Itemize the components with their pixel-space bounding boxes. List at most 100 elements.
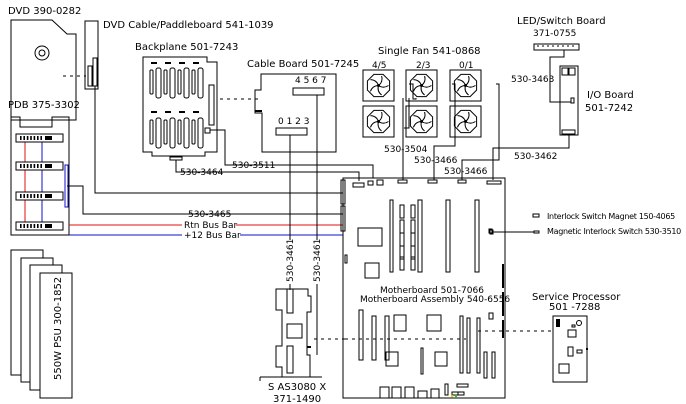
port-4567-label: 4 5 6 7 bbox=[295, 76, 327, 86]
dvd-paddleboard: DVD Cable/Paddleboard 541-1039 bbox=[84, 20, 274, 90]
drive-slots-top bbox=[149, 67, 204, 99]
drive-slots-bottom bbox=[149, 117, 204, 149]
pdb-slot bbox=[15, 191, 64, 201]
sas-card: S AS3080 X 371-1490 bbox=[259, 288, 326, 404]
cable-board-label: Cable Board 501-7245 bbox=[247, 59, 359, 70]
interlock-switch: Interlock Switch Magnet 150-4065 Magneti… bbox=[489, 212, 681, 236]
board-component bbox=[420, 347, 424, 375]
cable-530-3466-a: 530-3466 bbox=[414, 156, 458, 166]
board-component bbox=[393, 314, 407, 332]
plus12-bus-bar-label: +12 Bus Bar bbox=[184, 231, 241, 241]
backplane: Backplane 501-7243 bbox=[135, 42, 238, 161]
psu-stack: 550W PSU 300-1852 bbox=[10, 249, 73, 399]
pdb-slot bbox=[15, 221, 64, 231]
fan-group-label-01: 0/1 bbox=[459, 61, 473, 71]
board-component bbox=[410, 232, 416, 247]
cable-530-3463: 530-3463 bbox=[511, 75, 554, 85]
cable-530-3504: 530-3504 bbox=[384, 145, 428, 155]
led-switch-label: LED/Switch Board bbox=[517, 16, 606, 27]
fan-icon bbox=[449, 69, 482, 102]
board-component bbox=[399, 204, 405, 219]
board-component bbox=[426, 314, 442, 332]
board-component bbox=[410, 204, 416, 219]
rtn-bus-bar-label: Rtn Bus Bar bbox=[184, 221, 237, 231]
disc-icon bbox=[34, 45, 50, 61]
interlock-magnet-label: Interlock Switch Magnet 150-4065 bbox=[547, 212, 675, 221]
fan-icon bbox=[362, 105, 395, 138]
board-component bbox=[399, 256, 405, 271]
board-component bbox=[456, 383, 469, 388]
board-component bbox=[451, 391, 459, 396]
service-processor-label: Service Processor bbox=[532, 292, 621, 303]
board-component bbox=[488, 312, 494, 320]
fan-group-label-45: 4/5 bbox=[372, 61, 386, 71]
pdb-slot bbox=[15, 161, 64, 171]
board-component bbox=[483, 351, 488, 379]
board-component bbox=[357, 227, 383, 247]
board-component bbox=[445, 199, 451, 273]
board-component bbox=[474, 199, 480, 273]
board-component bbox=[417, 199, 423, 273]
led-switch-pn: 371-0755 bbox=[533, 29, 576, 39]
cable-530-3464: 530-3464 bbox=[180, 168, 224, 178]
io-board: I/O Board 501-7242 bbox=[559, 65, 634, 136]
fan-icon bbox=[449, 105, 482, 138]
board-component bbox=[410, 245, 416, 260]
motherboard: Motherboard 501-7066 Motherboard Assembl… bbox=[340, 177, 510, 399]
board-component bbox=[444, 383, 449, 396]
board-component bbox=[379, 386, 390, 399]
cable-530-3466-b: 530-3466 bbox=[444, 167, 488, 177]
service-processor-pn: 501 -7288 bbox=[549, 302, 600, 313]
cable-530-3461-a: 530-3461 bbox=[286, 239, 296, 282]
board-component bbox=[459, 315, 464, 374]
fan-group-label-23: 2/3 bbox=[416, 61, 430, 71]
board-component bbox=[399, 245, 405, 260]
board-component bbox=[430, 388, 440, 399]
board-component bbox=[358, 309, 364, 361]
motherboard-label: Motherboard 501-7066 bbox=[380, 286, 484, 296]
dvd-label: DVD 390-0282 bbox=[8, 6, 81, 17]
fan-icon bbox=[405, 105, 438, 138]
port-0123-label: 0 1 2 3 bbox=[278, 117, 310, 127]
led-switch-board: LED/Switch Board 371-0755 bbox=[517, 16, 606, 51]
cable-board: Cable Board 501-7245 4 5 6 7 0 1 2 3 bbox=[247, 59, 359, 153]
memory-slot bbox=[502, 292, 504, 316]
pdb-label: PDB 375-3302 bbox=[8, 100, 80, 111]
board-component bbox=[371, 315, 377, 361]
board-component bbox=[391, 386, 402, 399]
dvd-cable-label: DVD Cable/Paddleboard 541-1039 bbox=[103, 20, 274, 31]
cable-530-3511: 530-3511 bbox=[232, 161, 275, 171]
board-component bbox=[417, 390, 428, 399]
board-component bbox=[476, 317, 481, 374]
single-fan-label: Single Fan 541-0868 bbox=[378, 46, 481, 57]
board-component bbox=[491, 351, 496, 379]
cable-530-3462: 530-3462 bbox=[514, 152, 557, 162]
board-component bbox=[364, 262, 380, 279]
board-component bbox=[457, 391, 465, 396]
memory-slot bbox=[502, 320, 504, 338]
backplane-label: Backplane 501-7243 bbox=[135, 42, 238, 53]
io-board-label: I/O Board bbox=[587, 90, 634, 101]
pdb: PDB 375-3302 bbox=[8, 100, 80, 236]
board-component bbox=[410, 256, 416, 271]
service-processor: Service Processor 501 -7288 bbox=[532, 292, 621, 383]
board-component bbox=[399, 219, 405, 234]
cable-530-3465: 530-3465 bbox=[188, 210, 231, 220]
sas-card-label: S AS3080 X bbox=[268, 382, 326, 393]
board-component bbox=[384, 315, 390, 361]
fan-icon bbox=[405, 69, 438, 102]
fan-array: Single Fan 541-0868 4/5 2/3 0/1 bbox=[362, 46, 482, 138]
board-component bbox=[466, 317, 471, 374]
board-component bbox=[404, 386, 415, 399]
io-board-pn: 501-7242 bbox=[585, 103, 633, 114]
board-component bbox=[410, 219, 416, 234]
board-component bbox=[344, 254, 348, 264]
memory-slot bbox=[502, 264, 504, 288]
board-component bbox=[399, 232, 405, 247]
sas-card-pn: 371-1490 bbox=[273, 394, 321, 404]
psu-label: 550W PSU 300-1852 bbox=[53, 277, 64, 380]
cable-530-3461-b: 530-3461 bbox=[313, 239, 323, 282]
board-component bbox=[434, 351, 448, 367]
fan-icon bbox=[362, 69, 395, 102]
